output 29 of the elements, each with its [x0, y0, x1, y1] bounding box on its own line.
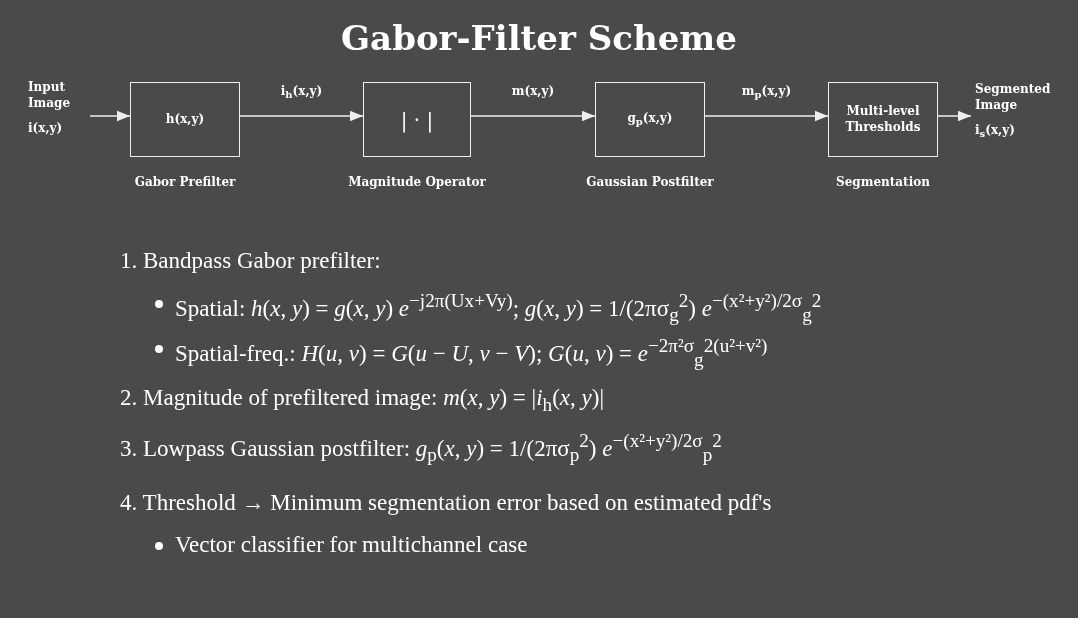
process-box — [828, 82, 938, 157]
signal-label: Input Image — [28, 80, 72, 112]
box-label: h(x,y) — [165, 111, 205, 128]
arrow — [239, 110, 364, 122]
list-item: 1. Bandpass Gabor prefilter: — [120, 248, 381, 274]
signal-label: i$_{s}$(x,y) — [975, 123, 1016, 141]
box-caption: Gaussian Postfilter — [585, 175, 715, 191]
slide-title: Gabor-Filter Scheme — [340, 18, 738, 58]
arrow — [937, 110, 972, 122]
bullet-text: Vector classifier for multichannel case — [175, 532, 528, 558]
box-caption: Magnitude Operator — [347, 175, 487, 191]
list-item: 2. Magnitude of prefiltered image: m(x, y) = |i$_{h}$(x, y)| — [120, 385, 604, 416]
edge-label: m$_{p}$(x,y) — [740, 84, 793, 102]
box-label: g$_{p}$(x,y) — [627, 110, 673, 129]
box-caption: Segmentation — [835, 175, 931, 191]
edge-label: i$_{h}$(x,y) — [279, 84, 324, 102]
arrow — [470, 110, 596, 122]
arrow — [704, 110, 829, 122]
arrow — [89, 110, 131, 122]
box-caption: Gabor Prefilter — [133, 175, 237, 191]
list-item: 4. Threshold → Minimum segmentation error based on estimated pdf's — [120, 490, 772, 516]
process-box — [130, 82, 240, 157]
edge-label: m(x,y) — [510, 84, 556, 100]
process-box — [363, 82, 471, 157]
signal-label: Segmented Image — [975, 82, 1052, 114]
box-label: | · | — [400, 106, 434, 133]
box-label: Multi-level Thresholds — [844, 103, 922, 136]
signal-label: i(x,y) — [28, 121, 64, 137]
process-box — [595, 82, 705, 157]
